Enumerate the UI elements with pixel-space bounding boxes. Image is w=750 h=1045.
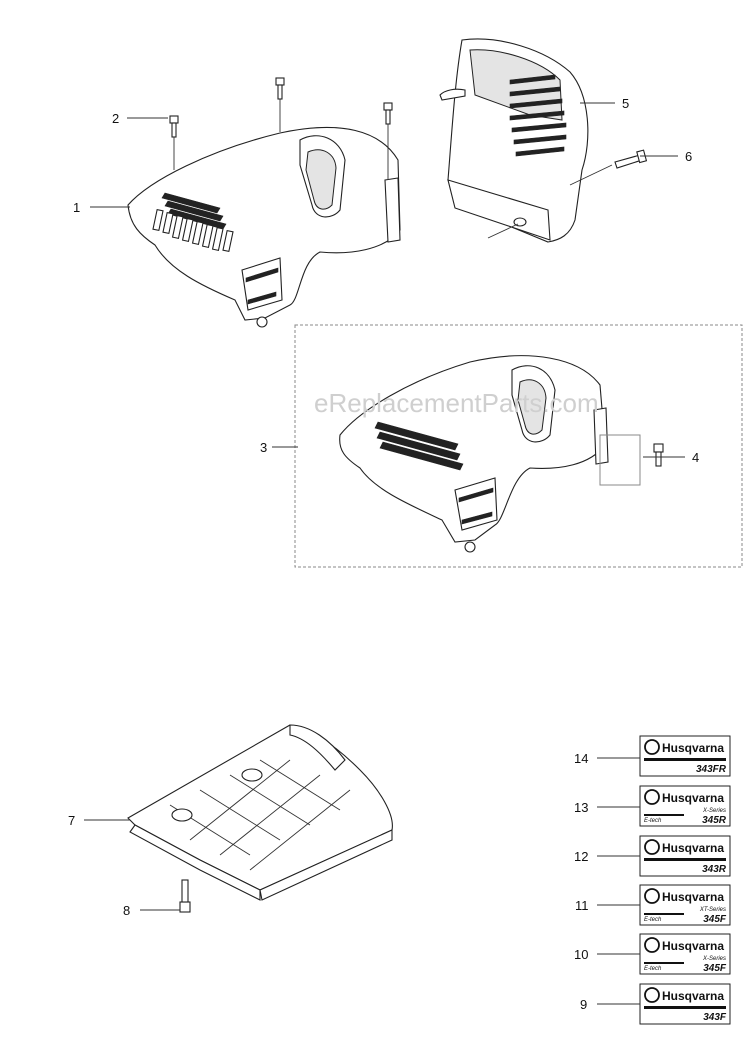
part-8-screw	[179, 879, 191, 913]
svg-text:345R: 345R	[702, 815, 727, 826]
husqvarna-logo-icon	[644, 888, 660, 904]
svg-text:XT-Series: XT-Series	[699, 907, 726, 913]
svg-text:343F: 343F	[703, 1012, 727, 1023]
svg-text:Husqvarna: Husqvarna	[662, 791, 724, 805]
decal-11: Husqvarna XT-Series E-tech 345F	[639, 884, 731, 926]
part-3-cover	[339, 355, 609, 553]
part-4-screw	[653, 443, 664, 467]
decal-10: Husqvarna X-Series E-tech 345F	[639, 933, 731, 975]
svg-text:343R: 343R	[702, 864, 727, 875]
part-5-housing	[439, 38, 589, 243]
svg-text:Husqvarna: Husqvarna	[662, 989, 724, 1003]
callout-7: 7	[68, 813, 75, 828]
svg-text:E-tech: E-tech	[644, 917, 662, 923]
husqvarna-logo-icon	[644, 839, 660, 855]
callout-11: 11	[575, 898, 589, 913]
part-1-vents	[152, 192, 234, 253]
callout-2: 2	[112, 111, 119, 126]
part-2-screw	[169, 115, 179, 170]
callout-5: 5	[622, 96, 629, 111]
husqvarna-logo-icon	[644, 987, 660, 1003]
husqvarna-logo-icon	[644, 739, 660, 755]
husqvarna-logo-icon	[644, 937, 660, 953]
callout-13: 13	[574, 800, 588, 815]
leader-lines	[84, 102, 685, 1005]
part-6-screw	[614, 149, 648, 169]
callout-6: 6	[685, 149, 692, 164]
callout-4: 4	[692, 450, 699, 465]
callouts: 1 2 3 4 5 6 7 8 9 10 11 12 13 14	[68, 96, 699, 1012]
watermark: eReplacementParts.com	[314, 388, 599, 418]
svg-text:X-Series: X-Series	[702, 808, 726, 814]
svg-text:E-tech: E-tech	[644, 818, 662, 824]
decal-12: Husqvarna 343R	[639, 835, 731, 877]
callout-3: 3	[260, 440, 267, 455]
svg-text:Husqvarna: Husqvarna	[662, 890, 724, 904]
part-3-vents	[374, 421, 464, 471]
callout-14: 14	[574, 751, 588, 766]
svg-text:Husqvarna: Husqvarna	[662, 741, 724, 755]
callout-10: 10	[574, 947, 588, 962]
svg-text:Husqvarna: Husqvarna	[662, 939, 724, 953]
kit-3-box	[294, 324, 743, 568]
svg-text:345F: 345F	[703, 963, 727, 974]
svg-text:343FR: 343FR	[696, 764, 727, 775]
husqvarna-logo-icon	[644, 789, 660, 805]
callout-8: 8	[123, 903, 130, 918]
callout-1: 1	[73, 200, 80, 215]
svg-text:Husqvarna: Husqvarna	[662, 841, 724, 855]
kit-4-box	[599, 434, 641, 486]
part-1-top-cover	[127, 126, 401, 328]
decal-14: Husqvarna 343FR	[639, 735, 731, 777]
screw-top-right	[383, 102, 393, 180]
svg-text:E-tech: E-tech	[644, 966, 662, 972]
callout-12: 12	[574, 849, 588, 864]
decal-9: Husqvarna 343F	[639, 983, 731, 1025]
part-7-base	[127, 724, 393, 901]
svg-text:345F: 345F	[703, 914, 727, 925]
decal-13: Husqvarna X-Series E-tech 345R	[639, 785, 731, 827]
part-5-grille	[509, 74, 567, 157]
callout-9: 9	[580, 997, 587, 1012]
screw-top-center	[275, 77, 285, 132]
svg-text:X-Series: X-Series	[702, 956, 726, 962]
